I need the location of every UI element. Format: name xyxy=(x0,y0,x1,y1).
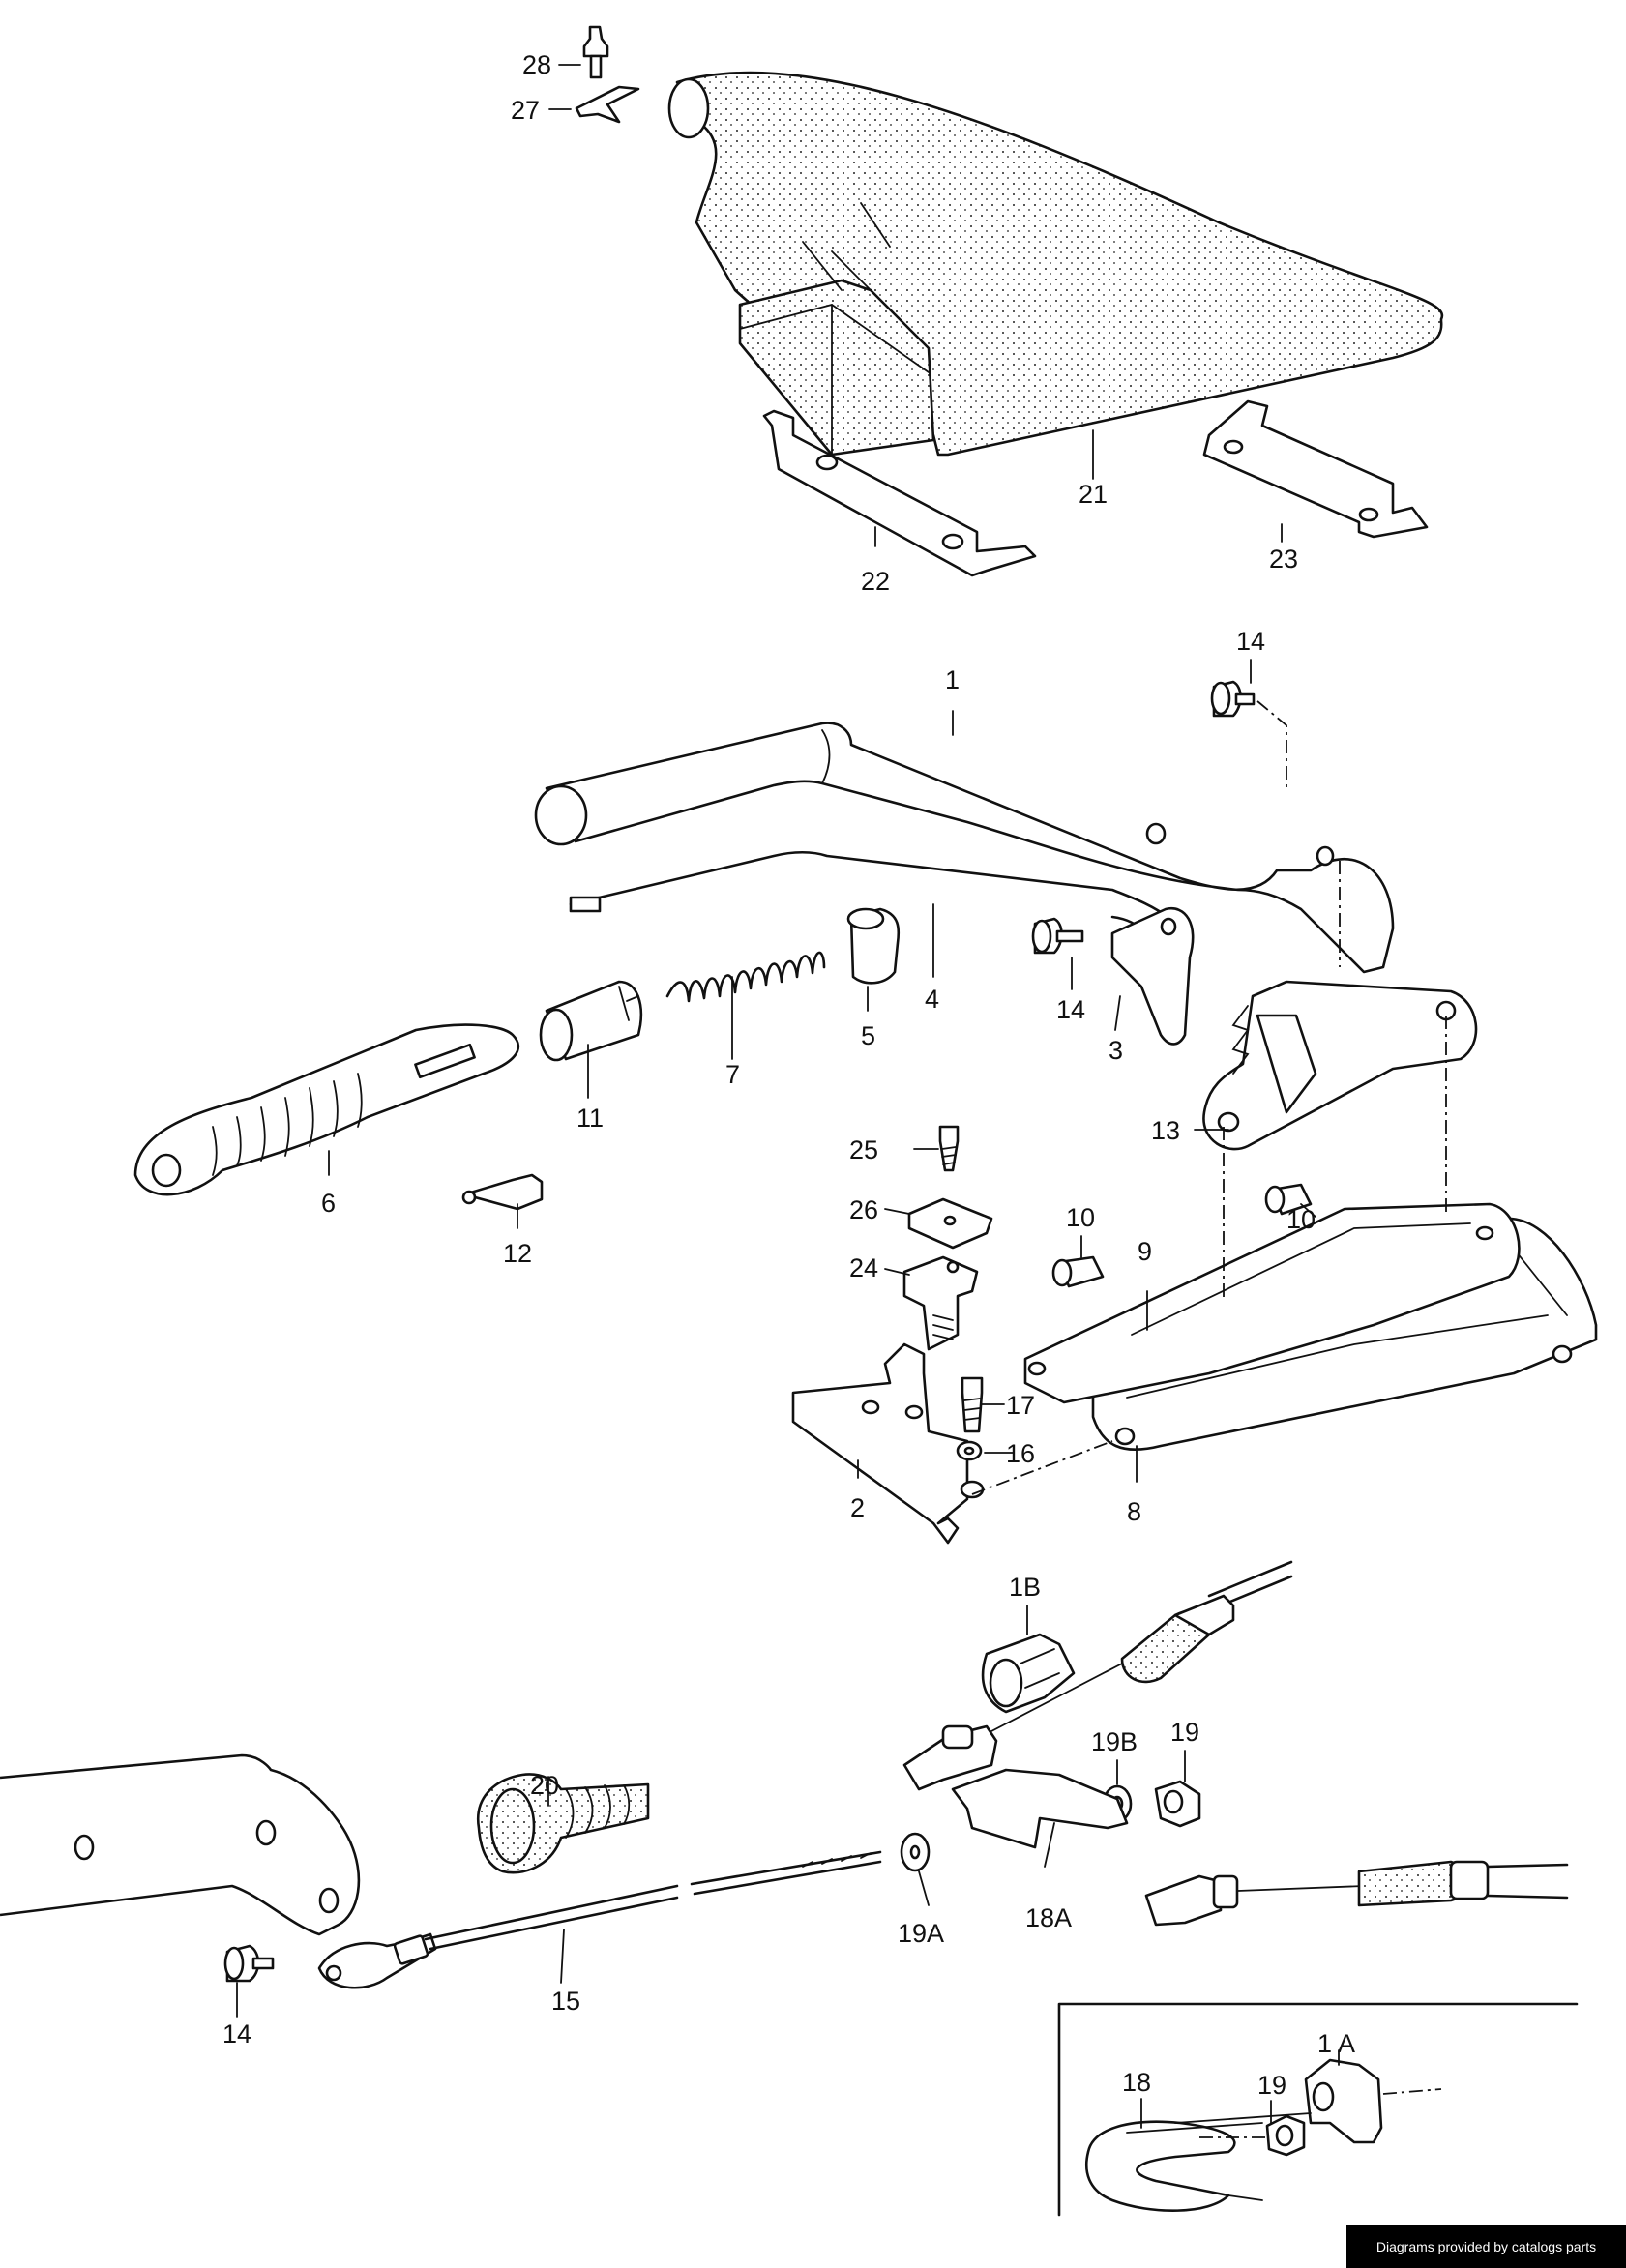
label-13: 13 xyxy=(1151,1116,1180,1145)
label-26: 26 xyxy=(849,1195,878,1224)
sleeve-11 xyxy=(539,980,643,1062)
label-11: 11 xyxy=(576,1104,604,1133)
pawl-3 xyxy=(1110,906,1195,1046)
pin-14-upper xyxy=(1210,680,1256,718)
baseplate-2 xyxy=(791,1342,985,1545)
label-22: 22 xyxy=(861,567,890,596)
label-18A: 18A xyxy=(1025,1903,1072,1932)
label-12: 12 xyxy=(503,1239,532,1268)
label-14-middle: 14 xyxy=(1056,995,1085,1024)
callout-labels: 28 27 21 22 23 14 1 4 5 7 11 14 3 13 6 1… xyxy=(222,50,1355,2100)
label-21: 21 xyxy=(1079,480,1108,509)
pin-14-middle xyxy=(1031,917,1084,955)
label-1: 1 xyxy=(945,665,960,694)
pin-14-lower xyxy=(223,1944,275,1983)
credit-banner: Diagrams provided by catalogs parts xyxy=(1346,2225,1626,2268)
bracket-22 xyxy=(762,409,1037,577)
bracket-9 xyxy=(1023,1202,1521,1404)
clip-27 xyxy=(575,85,640,124)
washer-16 xyxy=(956,1440,983,1461)
label-10-upper: 10 xyxy=(1286,1205,1316,1234)
label-15: 15 xyxy=(551,1987,580,2016)
rivet-28 xyxy=(582,25,609,79)
boot-20 xyxy=(476,1773,650,1874)
washer-19A xyxy=(900,1832,931,1872)
label-27: 27 xyxy=(511,96,540,125)
label-19A: 19A xyxy=(898,1919,944,1948)
label-7: 7 xyxy=(725,1060,740,1089)
label-1A: 1 A xyxy=(1317,2029,1355,2058)
screw-25 xyxy=(938,1125,960,1172)
switch-24 xyxy=(902,1255,979,1351)
cable-15 xyxy=(317,1850,882,1989)
pin-10-upper xyxy=(1264,1183,1313,1216)
label-17: 17 xyxy=(1006,1391,1035,1420)
label-19-right: 19 xyxy=(1170,1718,1199,1747)
cable-upper xyxy=(902,1560,1293,1791)
label-24: 24 xyxy=(849,1253,878,1282)
grip-6 xyxy=(133,1023,520,1196)
plate-26 xyxy=(907,1197,993,1250)
bracket-23 xyxy=(1202,399,1429,539)
label-28: 28 xyxy=(522,50,551,79)
assembly-line-1 xyxy=(1256,700,1287,788)
label-19B: 19B xyxy=(1091,1727,1138,1756)
equalizer-18A xyxy=(951,1768,1129,1849)
boot-cover-21 xyxy=(667,71,1444,457)
clip-1A xyxy=(1304,2058,1383,2144)
label-23: 23 xyxy=(1269,545,1298,574)
label-6: 6 xyxy=(321,1189,336,1218)
label-1B: 1B xyxy=(1009,1573,1041,1602)
sleeve-5 xyxy=(846,907,901,985)
bolt-17 xyxy=(961,1376,984,1433)
label-5: 5 xyxy=(861,1021,875,1050)
assembly-line-5 xyxy=(971,1440,1113,1495)
label-3: 3 xyxy=(1109,1036,1123,1065)
lever-1 xyxy=(534,722,1395,974)
label-19-inset: 19 xyxy=(1257,2071,1286,2100)
label-14-lower: 14 xyxy=(222,2019,251,2048)
clip-1B xyxy=(981,1633,1076,1714)
spring-7 xyxy=(665,951,826,1003)
pawl-rod-12 xyxy=(461,1173,544,1211)
label-25: 25 xyxy=(849,1135,878,1164)
label-8: 8 xyxy=(1127,1497,1141,1526)
label-20: 20 xyxy=(530,1771,559,1800)
label-18: 18 xyxy=(1122,2068,1151,2097)
equalizer-18 xyxy=(1084,2120,1236,2212)
lever-end-1-lower xyxy=(0,1753,361,1936)
nut-19-inset xyxy=(1265,2114,1306,2157)
pin-10-lower xyxy=(1051,1255,1105,1288)
label-9: 9 xyxy=(1138,1237,1152,1266)
ratchet-segment-13 xyxy=(1202,980,1478,1151)
label-16: 16 xyxy=(1006,1439,1035,1468)
label-14-upper: 14 xyxy=(1236,627,1265,656)
nut-19 xyxy=(1154,1780,1201,1828)
label-4: 4 xyxy=(925,985,939,1014)
label-10-lower: 10 xyxy=(1066,1203,1095,1232)
detail-inset xyxy=(1057,2002,1579,2217)
leader-lines xyxy=(236,64,1340,2129)
cable-lower xyxy=(1144,1860,1569,1927)
label-2: 2 xyxy=(850,1493,865,1522)
